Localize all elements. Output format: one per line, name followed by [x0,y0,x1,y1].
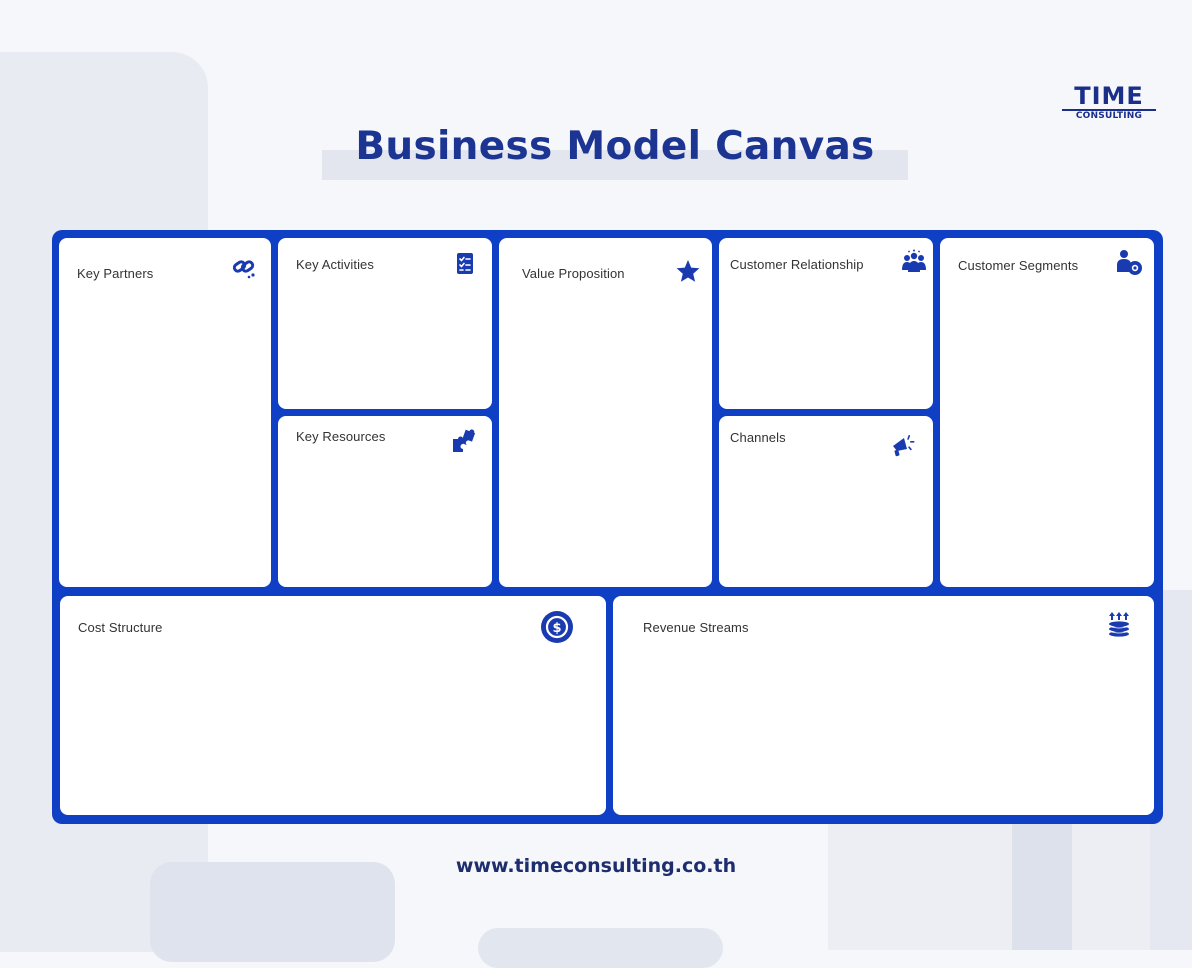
dollar-coin-icon: $ [540,610,574,644]
checklist-icon [452,250,478,276]
page-title: Business Model Canvas [355,124,875,169]
website-url[interactable]: www.timeconsulting.co.th [455,855,737,877]
block-channels[interactable]: Channels [719,416,933,587]
block-label: Key Activities [296,257,374,272]
megaphone-icon [889,432,915,458]
block-label: Customer Relationship [730,257,864,272]
block-key-activities[interactable]: Key Activities [278,238,492,409]
time-consulting-logo: TIME CONSULTING [1062,84,1156,122]
title-underlay [322,150,908,180]
block-revenue-streams[interactable]: Revenue Streams [613,596,1154,815]
business-model-canvas: Key Partners Key Activities Key Resource… [52,230,1163,824]
svg-text:$: $ [552,621,561,636]
block-label: Revenue Streams [643,620,749,635]
people-group-icon [899,248,929,278]
block-key-partners[interactable]: Key Partners [59,238,271,587]
block-label: Channels [730,430,786,445]
block-label: Key Resources [296,429,386,444]
link-icon [231,254,257,280]
block-customer-relationship[interactable]: Customer Relationship [719,238,933,409]
block-label: Key Partners [77,266,154,281]
logo-main-text: TIME [1062,84,1156,111]
coin-stack-icon [1105,610,1133,638]
block-label: Customer Segments [958,258,1079,273]
logo-sub-text: CONSULTING [1075,111,1143,121]
block-cost-structure[interactable]: Cost Structure $ [60,596,606,815]
block-key-resources[interactable]: Key Resources [278,416,492,587]
block-label: Value Proposition [522,266,625,281]
background-panel [150,862,395,962]
block-customer-segments[interactable]: Customer Segments [940,238,1154,587]
background-panel [478,928,723,968]
puzzle-icon [450,428,476,454]
user-gear-icon [1114,248,1144,278]
block-label: Cost Structure [78,620,163,635]
block-value-proposition[interactable]: Value Proposition [499,238,712,587]
star-icon [675,258,701,284]
